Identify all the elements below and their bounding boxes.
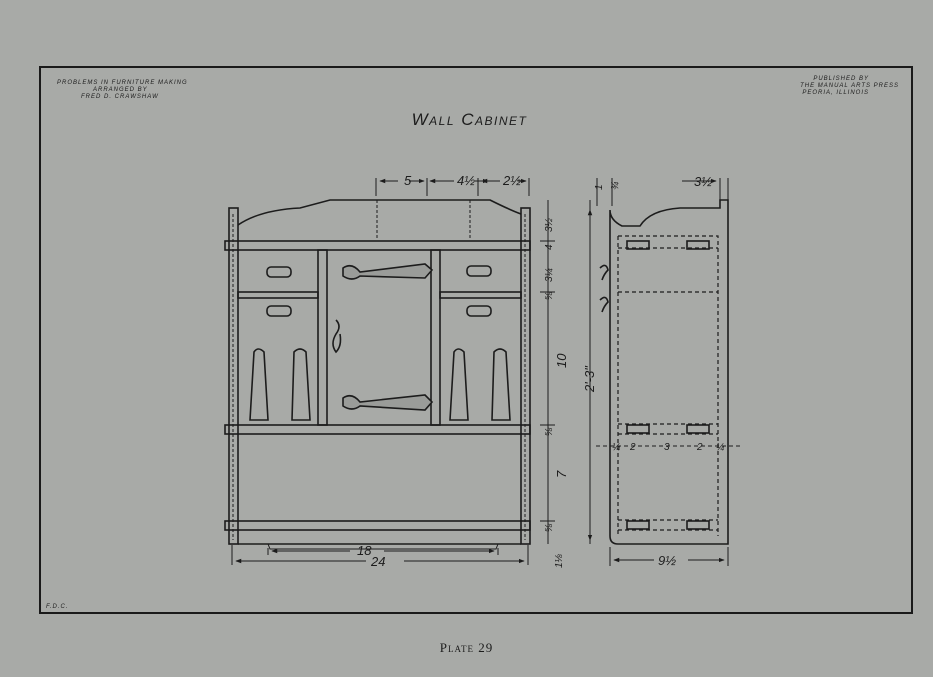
dim-v-1-1-8: 1⅛ [554,553,565,568]
dim-shelf-2-a: 2 [629,442,636,453]
dim-24: 24 [370,554,385,569]
drawing-title: Wall Cabinet [411,110,528,129]
published-by: Published by [813,76,869,82]
dim-v-3-25: 3¼ [543,268,555,282]
dim-v-7: 7 [554,470,569,478]
dim-side-3-4: ¾ [610,182,621,190]
dim-shelf-1-4-a: ¼ [612,441,620,453]
dim-v-4: 4 [544,244,555,250]
dim-top-2-5: 2½ [502,173,521,188]
plate-caption: Plate 29 [439,640,494,655]
dim-side-1: 1 [594,184,605,190]
front-elevation [224,199,531,550]
dim-v-5-8-b: ⅝ [544,427,555,436]
dim-v-overall: 2'-3" [582,365,597,393]
dim-side-9-5: 9½ [658,553,676,568]
side-elevation [599,199,729,545]
dim-v-5-8-a: ⅝ [544,291,555,300]
dim-18: 18 [357,543,372,558]
arranged-by: Arranged by [93,87,148,93]
dim-shelf-2-b: 2 [696,442,703,453]
dim-side-3-5: 3½ [694,174,712,189]
dim-v-5-8-c: ⅝ [544,523,555,532]
author: Fred D. Crawshaw [81,94,159,100]
series-title: Problems in Furniture Making [57,80,188,86]
dim-v-3-5: 3½ [544,217,555,232]
dim-v-10: 10 [554,353,569,368]
publisher-city: Peoria, Illinois [802,90,869,96]
dim-top-5: 5 [404,173,412,188]
dim-shelf-1-4-b: ¼ [716,441,724,453]
dim-top-4-5: 4½ [457,173,475,188]
header-left: Problems in Furniture Making Arranged by… [57,80,188,101]
plate-frame [39,66,913,614]
draftsman-initials: F.D.C. [46,604,69,610]
dim-shelf-3: 3 [664,442,670,453]
publisher: The Manual Arts Press [800,83,899,89]
header-right: Published by The Manual Arts Press Peori… [800,76,899,97]
